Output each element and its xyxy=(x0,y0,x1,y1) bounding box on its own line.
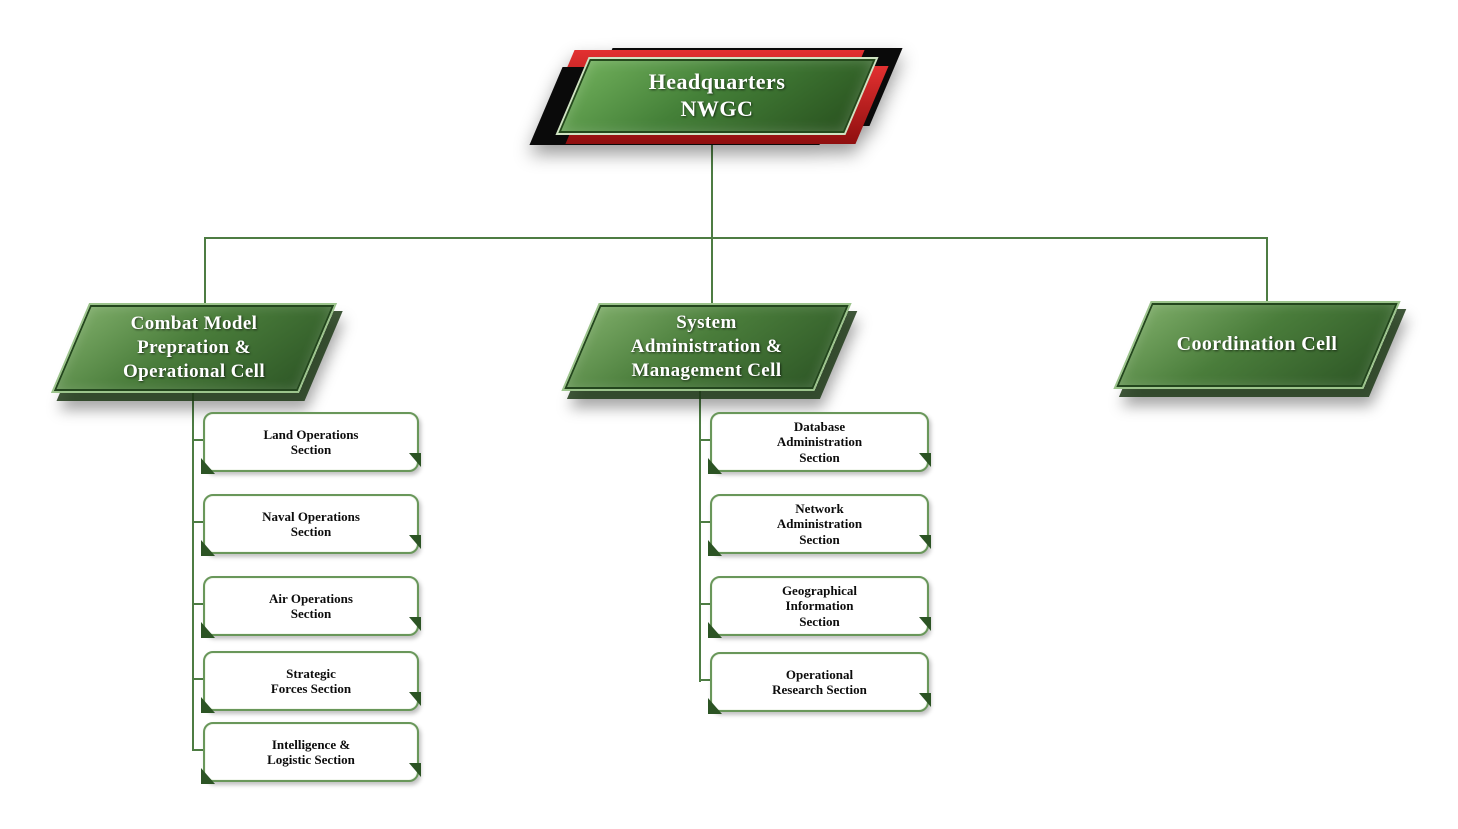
connector-stub xyxy=(700,521,712,523)
section-fold-right-icon xyxy=(919,617,931,631)
section-node-database-admin: Database Administration Section xyxy=(708,412,931,474)
connector-hq-drop xyxy=(711,136,713,238)
section-fold-left-icon xyxy=(708,698,722,714)
section-fold-right-icon xyxy=(919,693,931,707)
section-fold-right-icon xyxy=(409,617,421,631)
cell-box: System Administration & Management Cell xyxy=(561,303,852,391)
section-label: Naval Operations Section xyxy=(262,508,360,539)
connector-stub xyxy=(700,439,712,441)
section-node-naval-operations: Naval Operations Section xyxy=(201,494,421,556)
section-label: Air Operations Section xyxy=(269,590,353,621)
section-node-land-operations: Land Operations Section xyxy=(201,412,421,474)
connector-drop-center xyxy=(711,238,713,305)
section-fold-right-icon xyxy=(409,535,421,549)
hq-box: Headquarters NWGC xyxy=(555,57,879,135)
connector-stub xyxy=(193,749,205,751)
section-label: Operational Research Section xyxy=(772,666,867,697)
connector-stub xyxy=(700,603,712,605)
connector-stub xyxy=(193,603,205,605)
section-node-strategic-forces: Strategic Forces Section xyxy=(201,651,421,713)
section-label: Land Operations Section xyxy=(263,426,359,457)
cell-label: Coordination Cell xyxy=(1176,333,1338,356)
connector-spine-left xyxy=(192,392,194,751)
connector-stub xyxy=(193,439,205,441)
section-node-network-admin: Network Administration Section xyxy=(708,494,931,556)
cell-box: Coordination Cell xyxy=(1113,301,1401,389)
connector-main-horizontal xyxy=(204,237,1268,239)
connector-drop-left xyxy=(204,238,206,305)
section-fold-right-icon xyxy=(919,453,931,467)
connector-stub xyxy=(700,679,712,681)
section-fold-left-icon xyxy=(708,622,722,638)
section-label: Strategic Forces Section xyxy=(270,665,352,696)
org-node-combat-model-cell: Combat Model Prepration & Operational Ce… xyxy=(50,303,338,393)
section-label: Intelligence & Logistic Section xyxy=(267,736,355,767)
section-fold-left-icon xyxy=(201,458,215,474)
section-label: Geographical Information Section xyxy=(781,583,858,629)
section-fold-left-icon xyxy=(201,540,215,556)
section-node-intelligence-logistic: Intelligence & Logistic Section xyxy=(201,722,421,784)
section-fold-right-icon xyxy=(409,453,421,467)
section-fold-left-icon xyxy=(201,622,215,638)
section-fold-left-icon xyxy=(201,697,215,713)
section-fold-left-icon xyxy=(201,768,215,784)
cell-label: System Administration & Management Cell xyxy=(630,311,783,382)
org-node-system-admin-cell: System Administration & Management Cell xyxy=(561,303,852,391)
section-node-geographical-information: Geographical Information Section xyxy=(708,576,931,638)
section-fold-left-icon xyxy=(708,458,722,474)
section-label: Database Administration Section xyxy=(776,419,863,465)
section-label: Network Administration Section xyxy=(776,501,863,547)
org-node-coordination-cell: Coordination Cell xyxy=(1113,301,1401,389)
org-node-headquarters: Headquarters NWGC xyxy=(529,48,903,145)
connector-stub xyxy=(193,678,205,680)
cell-box: Combat Model Prepration & Operational Ce… xyxy=(50,303,338,393)
connector-drop-right xyxy=(1266,238,1268,302)
section-fold-right-icon xyxy=(409,763,421,777)
section-node-air-operations: Air Operations Section xyxy=(201,576,421,638)
cell-label: Combat Model Prepration & Operational Ce… xyxy=(122,312,266,383)
hq-label: Headquarters NWGC xyxy=(648,69,786,121)
connector-stub xyxy=(193,521,205,523)
connector-spine-center xyxy=(699,391,701,682)
section-node-operational-research: Operational Research Section xyxy=(708,652,931,714)
section-fold-right-icon xyxy=(409,692,421,706)
section-fold-right-icon xyxy=(919,535,931,549)
section-fold-left-icon xyxy=(708,540,722,556)
